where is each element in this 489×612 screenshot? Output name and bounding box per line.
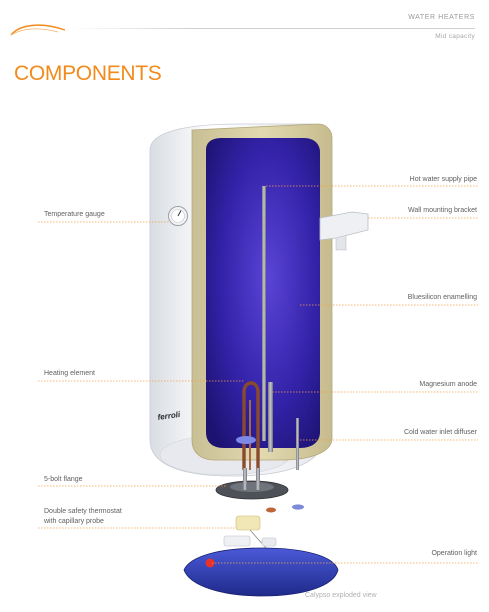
label-magnesium-anode: Magnesium anode bbox=[419, 381, 477, 388]
cold-water-diffuser bbox=[296, 418, 299, 470]
heating-element bbox=[242, 381, 260, 470]
operation-light-icon bbox=[205, 558, 215, 568]
header-subsection: Mid capacity bbox=[435, 33, 475, 40]
swoosh-logo-icon bbox=[10, 24, 66, 36]
brand-badge: ferroli bbox=[157, 410, 181, 422]
magnesium-anode bbox=[268, 382, 273, 452]
header-rule bbox=[70, 28, 475, 29]
figure-caption: Calypso exploded view bbox=[305, 592, 377, 599]
label-bolt-flange: 5-bolt flange bbox=[44, 476, 83, 483]
label-heating-element: Heating element bbox=[44, 370, 95, 377]
page-title: COMPONENTS bbox=[14, 62, 162, 85]
label-thermostat-line2: with capillary probe bbox=[44, 518, 104, 525]
label-cold-water-inlet-diffuser: Cold water inlet diffuser bbox=[403, 429, 477, 436]
leader-lines bbox=[38, 185, 478, 564]
operation-light-cover bbox=[183, 547, 339, 597]
header-section: WATER HEATERS bbox=[408, 14, 475, 21]
label-operation-light: Operation light bbox=[431, 550, 477, 557]
thermostat bbox=[223, 515, 277, 549]
wall-bracket bbox=[319, 211, 369, 251]
label-hot-water-supply-pipe: Hot water supply pipe bbox=[409, 176, 477, 183]
label-bluesilicon-enamelling: Bluesilicon enamelling bbox=[407, 294, 477, 301]
label-temperature-gauge: Temperature gauge bbox=[44, 211, 105, 218]
hot-water-pipe bbox=[262, 186, 266, 441]
label-wall-mounting-bracket: Wall mounting bracket bbox=[408, 207, 477, 214]
temperature-gauge-icon bbox=[168, 206, 188, 226]
bolt-flange bbox=[215, 468, 289, 500]
label-thermostat-line1: Double safety thermostat bbox=[44, 508, 122, 515]
